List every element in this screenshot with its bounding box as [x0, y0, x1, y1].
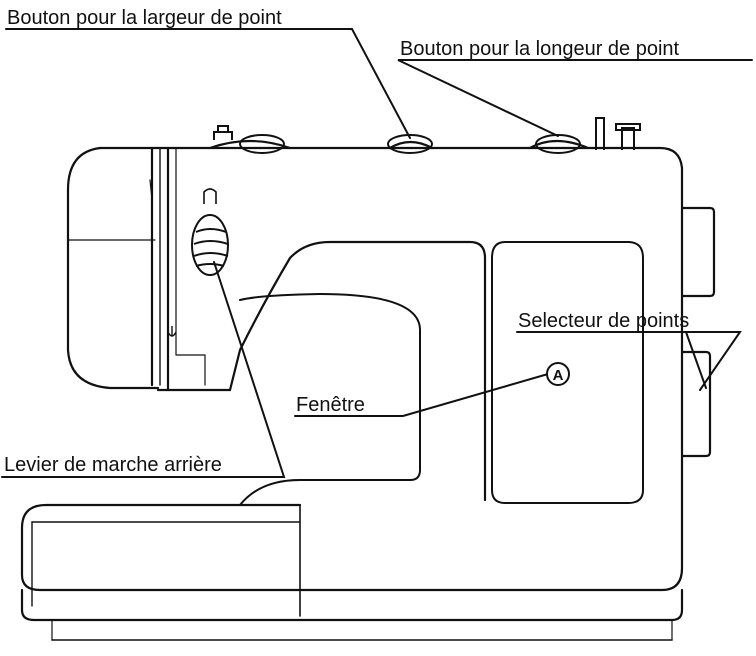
reverse-lever	[167, 188, 229, 337]
pattern-selector-label: Selecteur de points	[518, 310, 689, 332]
marker-a-label: A	[553, 367, 564, 384]
stitch-width-knob	[387, 134, 433, 154]
machine-body	[20, 139, 716, 641]
callout-lines	[1, 28, 753, 478]
upper-knob	[239, 134, 285, 154]
stitch-width-knob-label: Bouton pour la largeur de point	[7, 7, 282, 29]
stitch-length-knob-label: Bouton pour la longeur de point	[400, 38, 680, 60]
marker-a: A	[546, 362, 570, 386]
reverse-lever-label: Levier de marche arrière	[4, 454, 222, 476]
window-label: Fenêtre	[296, 394, 365, 416]
